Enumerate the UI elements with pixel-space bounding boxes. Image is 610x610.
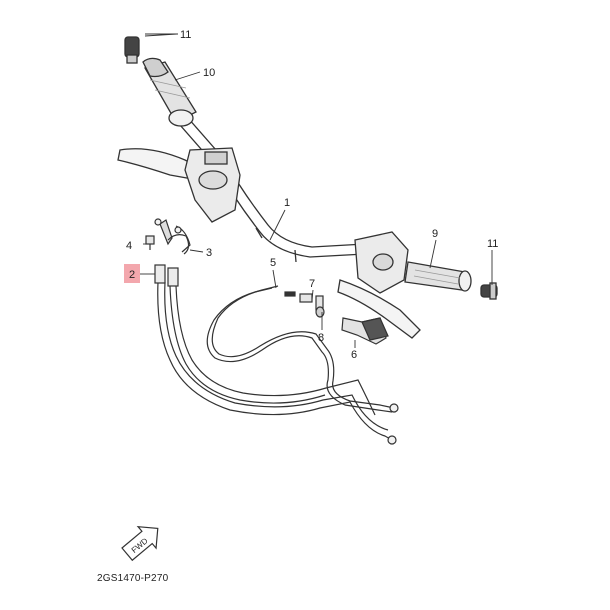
callout-11-right: 11 xyxy=(487,238,498,250)
callout-labels: 11 10 1 9 11 4 3 2 5 7 8 6 xyxy=(124,29,498,361)
callout-10: 10 xyxy=(203,67,215,79)
callout-2-highlight xyxy=(124,264,140,283)
callout-9: 9 xyxy=(432,228,438,240)
drawing-code: 2GS1470-P270 xyxy=(97,573,169,584)
part-7-8 xyxy=(299,293,325,318)
callout-5: 5 xyxy=(270,257,276,269)
part-6 xyxy=(341,317,389,345)
left-lever-assembly xyxy=(117,147,241,223)
part-4 xyxy=(145,235,155,250)
part-3 xyxy=(167,234,190,255)
cable-ends xyxy=(154,218,399,445)
right-bar-end xyxy=(480,282,498,300)
callout-6: 6 xyxy=(351,349,357,361)
right-grip xyxy=(404,261,472,292)
leader-lines xyxy=(140,33,493,348)
callout-11-top: 11 xyxy=(180,29,191,41)
callout-2: 2 xyxy=(129,269,135,281)
callout-1: 1 xyxy=(284,197,290,209)
callout-7: 7 xyxy=(309,278,315,290)
cable-2 xyxy=(157,281,393,441)
left-grip xyxy=(142,57,197,127)
left-bar-end xyxy=(124,33,178,64)
fwd-arrow-icon: FWD xyxy=(121,525,159,562)
callout-4: 4 xyxy=(126,240,132,252)
callout-8: 8 xyxy=(318,332,324,344)
right-lever-assembly xyxy=(337,231,421,339)
callout-3: 3 xyxy=(206,247,212,259)
